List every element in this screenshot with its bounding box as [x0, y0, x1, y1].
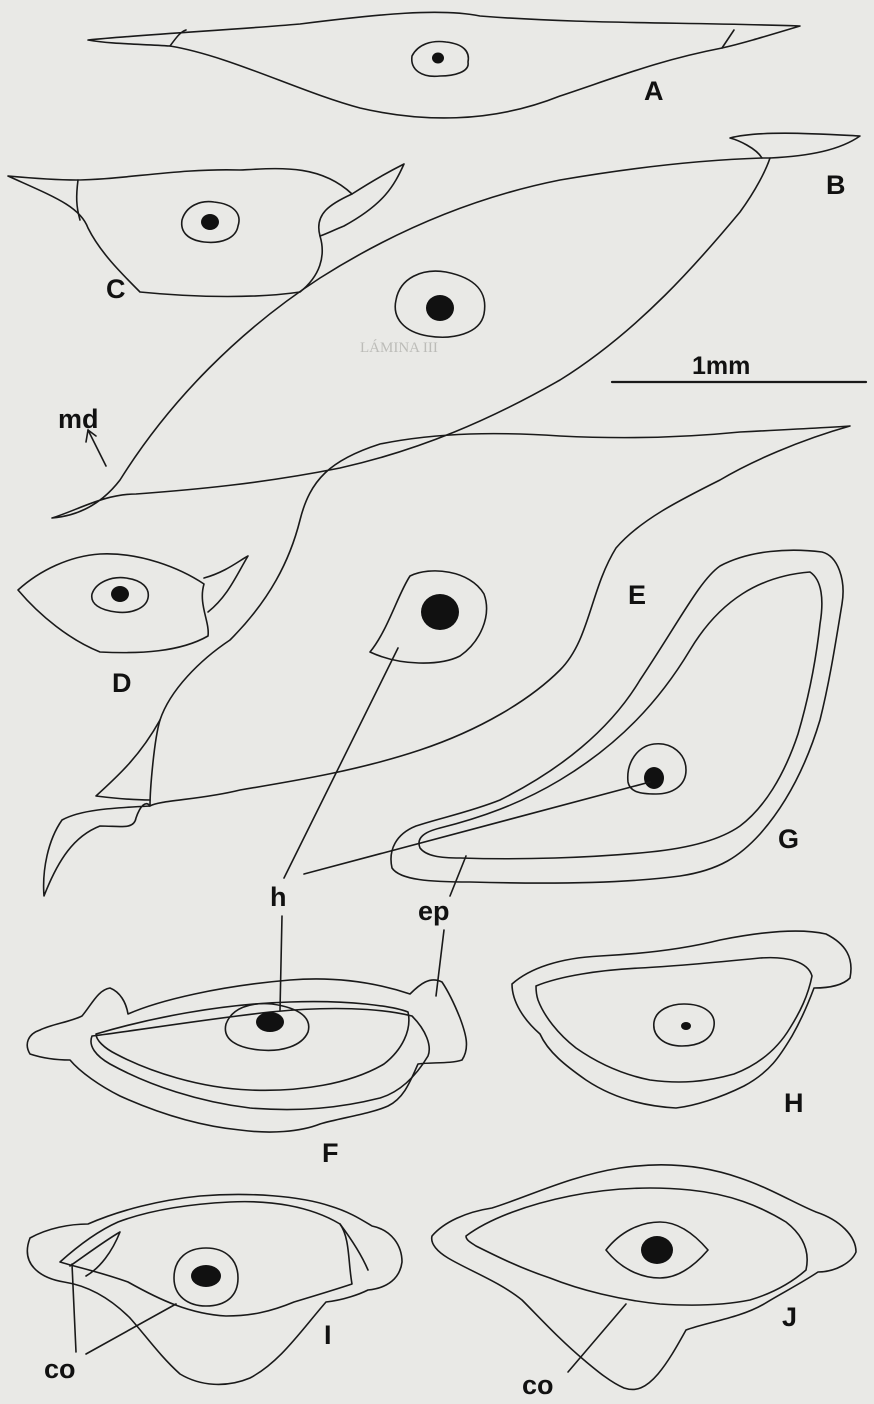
panel-label-g: G	[778, 824, 799, 854]
pointer-co-right	[568, 1304, 626, 1372]
epithelium-outline-j	[432, 1165, 856, 1390]
epithelium-outline-i	[27, 1194, 402, 1384]
pointer-co-left-1	[72, 1264, 76, 1352]
panel-label-e: E	[628, 580, 646, 610]
tail-d	[204, 556, 248, 612]
cell-outline-c	[8, 169, 352, 297]
cell-section-b: B	[52, 133, 860, 518]
scale-bar: 1mm	[612, 352, 866, 382]
nucleus-a	[432, 53, 444, 64]
panel-label-j: J	[782, 1302, 797, 1332]
pointer-md	[88, 430, 106, 466]
cell-section-h: H	[512, 931, 851, 1118]
nucleus-d	[111, 586, 129, 602]
label-co-left: co	[44, 1354, 76, 1384]
pointer-h-to-e	[284, 648, 398, 878]
tail-e	[44, 804, 150, 896]
label-h: h	[270, 882, 287, 912]
pointer-ep-to-f	[436, 930, 444, 996]
panel-label-d: D	[112, 668, 132, 698]
annotation-md: md	[58, 404, 106, 466]
cell-outline-a	[88, 12, 800, 118]
cell-outline-e	[150, 426, 850, 806]
cell-outline-i	[60, 1202, 352, 1316]
panel-label-a: A	[644, 76, 664, 106]
nucleus-h	[681, 1022, 691, 1030]
panel-label-f: F	[322, 1138, 339, 1168]
pointer-ep-to-g	[450, 856, 466, 896]
annotation-ep: ep	[418, 856, 466, 996]
cell-outline-h	[536, 958, 812, 1082]
cell-section-j: J	[432, 1165, 856, 1390]
tail-b	[730, 133, 860, 158]
pointer-co-left-2	[86, 1304, 176, 1354]
bleed-through-text: LÁMINA III	[360, 339, 438, 356]
cell-section-c: C	[8, 164, 404, 304]
cell-outline-d	[18, 554, 208, 653]
inner-line-i-right	[340, 1224, 368, 1270]
cell-section-a: A	[88, 12, 800, 118]
label-ep: ep	[418, 896, 450, 926]
cell-outline-b	[52, 158, 770, 518]
nucleus-b	[426, 295, 454, 321]
nucleus-j	[641, 1236, 673, 1264]
label-co-right: co	[522, 1370, 554, 1400]
scale-bar-label: 1mm	[692, 352, 750, 380]
panel-label-i: I	[324, 1320, 332, 1350]
nucleus-f	[256, 1012, 284, 1032]
inner-line-i	[70, 1232, 120, 1276]
label-md: md	[58, 404, 99, 434]
epithelium-outline-f	[27, 979, 466, 1132]
panel-label-h: H	[784, 1088, 804, 1118]
panel-label-b: B	[826, 170, 846, 200]
tail-c-right	[320, 164, 404, 236]
cell-outline-f	[96, 1002, 409, 1091]
nucleus-i	[191, 1265, 221, 1287]
panel-label-c: C	[106, 274, 126, 304]
pointer-h-to-g	[304, 782, 650, 874]
cell-section-i: I	[27, 1194, 402, 1384]
bleed-heading: LÁMINA III	[360, 339, 438, 356]
cell-section-d: D	[18, 554, 248, 698]
cell-outline-j	[466, 1188, 807, 1305]
cell-section-f: F	[27, 979, 466, 1168]
nucleus-e	[421, 594, 459, 630]
pointer-h-to-f	[280, 916, 282, 1010]
cell-outline-g	[419, 572, 822, 859]
nucleus-g	[644, 767, 664, 789]
nucleus-c	[201, 214, 219, 230]
